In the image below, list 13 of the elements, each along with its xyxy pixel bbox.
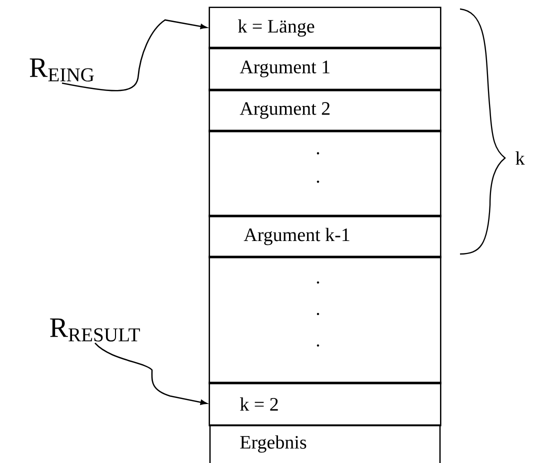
arrow: [62, 19, 208, 92]
memory-cell: . .: [208, 130, 442, 218]
brace-label: k: [516, 151, 525, 165]
register-label: R$_{EING}$: [30, 58, 94, 82]
memory-cell: Argument 2: [208, 88, 442, 132]
memory-cell: k = Länge: [208, 6, 442, 50]
memory-cell: Argument 1: [208, 46, 442, 92]
memory-cell: Ergebnis: [209, 424, 441, 463]
memory-cell: Argument k-1: [208, 214, 442, 258]
register-label: R$_{RESULT}$: [50, 318, 140, 342]
arrow: [94, 342, 208, 405]
memory-cell: . . .: [208, 256, 442, 384]
memory-cell: k = 2: [208, 382, 442, 426]
